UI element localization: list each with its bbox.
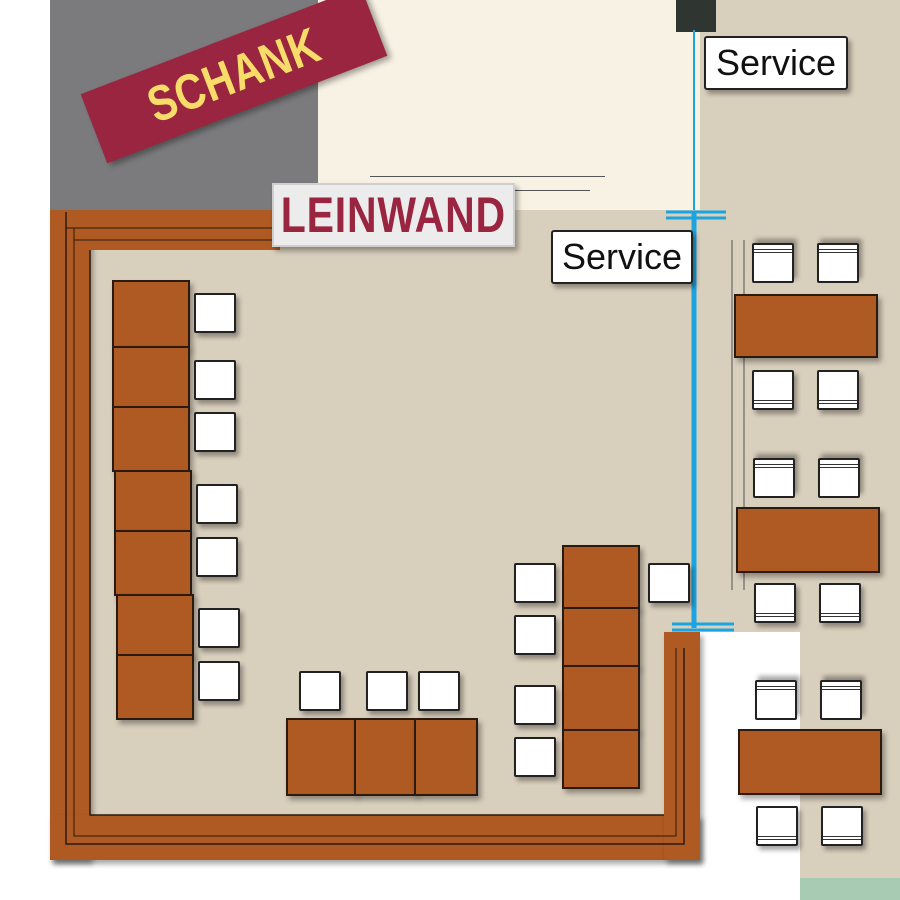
chair xyxy=(514,615,556,655)
chair xyxy=(514,737,556,777)
chair xyxy=(198,608,240,648)
chair xyxy=(194,360,236,400)
chair xyxy=(755,680,797,720)
chair xyxy=(196,484,238,524)
chair xyxy=(198,661,240,701)
leinwand-sign: LEINWAND xyxy=(272,183,515,247)
chair xyxy=(819,583,861,623)
chair xyxy=(194,412,236,452)
table-bottom-1 xyxy=(286,718,356,796)
table-left-7 xyxy=(116,654,194,720)
chair xyxy=(817,370,859,410)
chair xyxy=(752,370,794,410)
stage-line xyxy=(370,176,605,177)
table-right-3 xyxy=(738,729,882,795)
table-left-1 xyxy=(112,280,190,348)
chair xyxy=(196,537,238,577)
chair xyxy=(514,563,556,603)
dark-pillar xyxy=(676,0,716,32)
service-label-top: Service xyxy=(704,36,848,90)
table-left-4 xyxy=(114,470,192,532)
table-center-2 xyxy=(562,607,640,667)
chair xyxy=(194,293,236,333)
chair xyxy=(648,563,690,603)
chair xyxy=(756,806,798,846)
table-right-2 xyxy=(736,507,880,573)
chair xyxy=(754,583,796,623)
chair xyxy=(818,458,860,498)
service-label-middle: Service xyxy=(551,230,693,284)
leinwand-label: LEINWAND xyxy=(280,187,507,243)
bottom-white-margin xyxy=(0,860,800,900)
chair xyxy=(366,671,408,711)
table-left-6 xyxy=(116,594,194,656)
table-left-2 xyxy=(112,346,190,408)
chair xyxy=(817,243,859,283)
table-left-3 xyxy=(112,406,190,472)
teal-corner xyxy=(800,878,900,900)
bench-bottom xyxy=(50,815,700,860)
left-white-margin xyxy=(0,0,50,900)
bench-top xyxy=(50,210,280,250)
chair xyxy=(752,243,794,283)
table-right-1 xyxy=(734,294,878,358)
bench-right xyxy=(664,632,700,860)
table-center-3 xyxy=(562,665,640,731)
chair xyxy=(299,671,341,711)
chair xyxy=(753,458,795,498)
table-bottom-3 xyxy=(414,718,478,796)
bench-left xyxy=(50,210,90,860)
chair xyxy=(821,806,863,846)
stage-area xyxy=(318,0,700,210)
table-center-4 xyxy=(562,729,640,789)
table-center-1 xyxy=(562,545,640,609)
chair xyxy=(418,671,460,711)
table-bottom-2 xyxy=(354,718,416,796)
table-left-5 xyxy=(114,530,192,596)
chair xyxy=(820,680,862,720)
chair xyxy=(514,685,556,725)
